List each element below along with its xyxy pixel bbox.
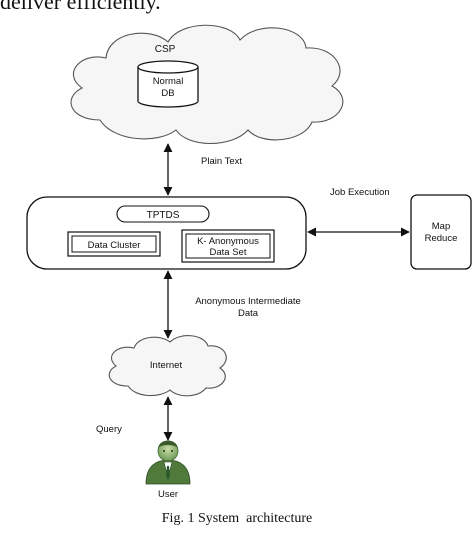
map-reduce-label-line1: Map [432, 221, 450, 232]
tptds-pill [116, 205, 210, 223]
header-fragment: deliver efficiently. [0, 0, 161, 14]
csp-cloud [70, 24, 344, 145]
plain-text-label: Plain Text [201, 156, 242, 167]
k-anonymous-box [181, 229, 275, 263]
database-icon [137, 60, 199, 108]
anonymous-data-label-line1: Anonymous Intermediate [195, 296, 301, 307]
figure-caption: Fig. 1 System architecture [162, 511, 312, 526]
normal-db-label-line2: DB [161, 88, 174, 99]
anonymous-data-label-line2: Data [238, 308, 259, 319]
internet-label: Internet [150, 360, 183, 371]
internet-cloud [108, 335, 227, 397]
data-cluster-label: Data Cluster [88, 240, 141, 251]
k-anonymous-label-line2: Data Set [210, 247, 247, 258]
user-icon [145, 440, 191, 485]
k-anonymous-label-line1: K- Anonymous [197, 236, 259, 247]
job-execution-label: Job Execution [330, 187, 390, 198]
user-label: User [158, 489, 178, 500]
map-reduce-label-line2: Reduce [425, 233, 458, 244]
map-reduce-box [410, 194, 472, 270]
normal-db-label-line1: Normal [153, 76, 184, 87]
data-cluster-box [67, 231, 161, 257]
csp-label: CSP [155, 44, 176, 55]
query-label: Query [96, 424, 122, 435]
tptds-label: TPTDS [147, 210, 180, 221]
